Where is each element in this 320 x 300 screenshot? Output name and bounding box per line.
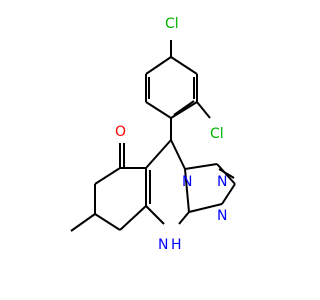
bond bbox=[196, 101, 211, 119]
bond bbox=[173, 100, 195, 116]
nitrogen-label: N bbox=[182, 174, 192, 190]
bond bbox=[145, 205, 165, 225]
nh-hydrogen-label: H bbox=[171, 237, 182, 253]
molecule-diagram: Cl Cl O N N N N H bbox=[70, 16, 236, 253]
bond bbox=[178, 211, 190, 225]
bond bbox=[70, 213, 96, 232]
nh-nitrogen-label: N bbox=[158, 237, 168, 253]
bond bbox=[119, 205, 147, 231]
bond bbox=[170, 56, 198, 75]
bond bbox=[218, 168, 235, 179]
atom-label-group: Cl Cl O N N N N H bbox=[115, 16, 227, 253]
bond bbox=[184, 168, 190, 213]
bond bbox=[94, 213, 121, 231]
bond bbox=[145, 101, 172, 119]
bond bbox=[170, 101, 198, 119]
oxygen-label: O bbox=[115, 124, 126, 140]
bond bbox=[221, 183, 236, 205]
bond bbox=[170, 139, 186, 170]
chlorine-label: Cl bbox=[210, 126, 224, 142]
nitrogen-label: N bbox=[217, 208, 227, 224]
structure-canvas: Cl Cl O N N N N H bbox=[70, 16, 236, 253]
bond bbox=[94, 167, 121, 185]
bond bbox=[184, 163, 218, 170]
bond bbox=[145, 56, 172, 75]
chlorine-label: Cl bbox=[165, 16, 179, 32]
bond bbox=[145, 139, 172, 169]
nitrogen-label: N bbox=[217, 174, 227, 190]
bond bbox=[188, 203, 223, 213]
bond-group bbox=[70, 40, 236, 232]
